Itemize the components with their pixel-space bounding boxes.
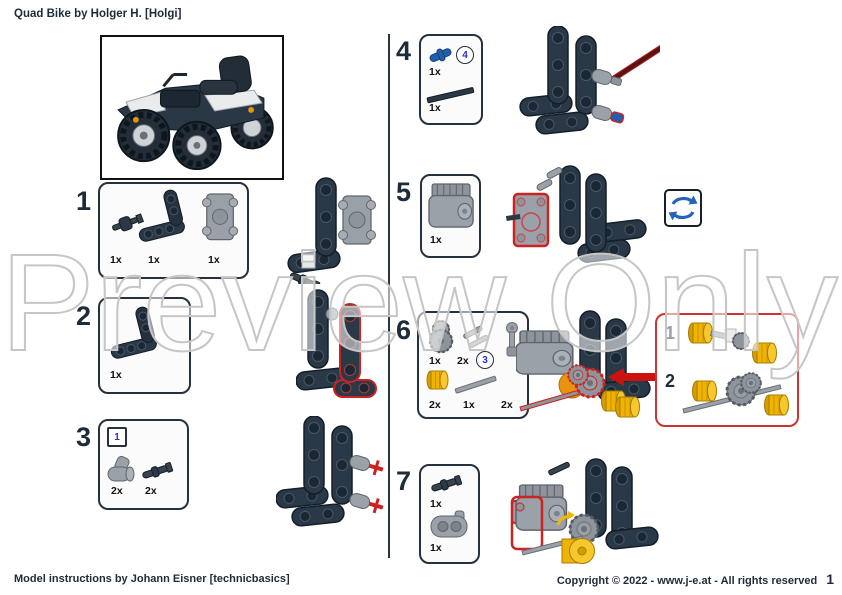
step-6-assembly-image	[516, 310, 652, 418]
qty-label: 1x	[429, 355, 441, 367]
step-7-assembly-image	[510, 458, 660, 564]
callout-sub-image-1	[688, 322, 777, 364]
engine-block-part	[428, 183, 474, 228]
step-7-number: 7	[396, 466, 412, 496]
gray-axle-part	[463, 325, 483, 339]
axle-pin-part	[140, 461, 174, 482]
step-1-parts-box: 1x 1x 1x	[98, 182, 249, 279]
step-4-parts-image	[426, 48, 475, 104]
page-number: 1	[826, 571, 834, 587]
gear-cluster-part	[428, 320, 454, 354]
step-2-number: 2	[76, 301, 92, 331]
qty-label: 2x	[145, 485, 157, 497]
axle-pin-part	[429, 474, 463, 495]
long-axle-part	[454, 375, 497, 394]
step-4-parts-box: 4 1x 1x	[419, 34, 483, 125]
double-pin-joiner-part	[430, 510, 468, 538]
yellow-piston-part	[426, 370, 449, 390]
red-part-highlight	[510, 495, 544, 551]
bent-liftarm-part	[110, 306, 157, 359]
red-engine-bracket-highlight	[512, 192, 550, 248]
engine-bracket-part	[201, 193, 239, 241]
step-5-parts-box: 1x	[420, 174, 481, 258]
step-2-assembly-image	[296, 289, 377, 398]
qty-label: 1x	[430, 498, 442, 510]
qty-label: 2x	[457, 355, 469, 367]
qty-label: 1x	[430, 234, 442, 246]
step-3-assembly-image	[276, 416, 384, 528]
dark-axle-part	[426, 87, 475, 104]
callout-step-label: 2	[665, 371, 676, 391]
step-7-parts-image	[429, 474, 468, 538]
yellow-piston-front	[561, 538, 595, 564]
step-4-number: 4	[396, 36, 412, 66]
axle-length-badge: 4	[456, 46, 474, 64]
step-1-assembly-image	[286, 177, 377, 284]
column-divider	[388, 34, 390, 558]
qty-label: 1x	[430, 542, 442, 554]
pin-joiner-with-red-axle	[349, 455, 384, 476]
model-preview-frame	[100, 35, 284, 180]
callout-step-label: 1	[665, 323, 676, 343]
submodel-count-badge: 1	[107, 427, 127, 447]
pin-joiner-gray	[591, 69, 623, 86]
callout-sub-image-2	[682, 372, 789, 416]
bent-liftarm-part	[138, 189, 185, 242]
step-1-parts-image	[112, 189, 239, 242]
step-6-parts-box: 3 1x 2x 2x 1x 2x	[417, 311, 529, 419]
step-2-parts-box: 1x	[98, 297, 191, 394]
quad-bike-image	[117, 55, 274, 171]
step-7-parts-box: 1x 1x	[419, 464, 480, 564]
qty-label: 1x	[429, 66, 441, 78]
step-2-parts-image	[110, 306, 157, 359]
step-3-number: 3	[76, 422, 92, 452]
qty-label: 1x	[148, 254, 160, 266]
step-4-assembly-image	[518, 26, 660, 136]
step-6-number: 6	[396, 315, 412, 345]
step-5-parts-image	[428, 183, 474, 228]
page-title: Quad Bike by Holger H. [Holgi]	[14, 8, 182, 20]
axle-length-badge: 3	[476, 351, 494, 369]
qty-label: 1x	[110, 254, 122, 266]
red-gear-highlight	[567, 364, 589, 386]
red-crankshaft-highlight	[519, 387, 588, 412]
pin-joiner-part	[107, 455, 135, 482]
step-3-parts-image	[107, 455, 174, 482]
step-6-callout-box: 1 2	[655, 313, 799, 427]
callout-arrow	[608, 368, 658, 386]
step-5-assembly-image	[506, 165, 648, 264]
step-1-number: 1	[76, 186, 92, 216]
qty-label: 1x	[110, 369, 122, 381]
qty-label: 1x	[208, 254, 220, 266]
rotate-icon	[664, 189, 702, 227]
blue-axle-pin-part	[429, 48, 452, 62]
footer-copyright: Copyright © 2022 - www.j-e.at - All righ…	[556, 575, 818, 587]
red-axle-highlight	[609, 43, 660, 83]
qty-label: 1x	[463, 399, 475, 411]
footer-right: Copyright © 2022 - www.j-e.at - All righ…	[557, 571, 834, 587]
qty-label: 1x	[429, 102, 441, 114]
footer-credit: Model instructions by Johann Eisner [tec…	[14, 573, 290, 585]
qty-label: 2x	[111, 485, 123, 497]
pin-joiner-with-blue-pin	[591, 105, 625, 124]
gray-axle-part	[469, 334, 489, 348]
qty-label: 2x	[429, 399, 441, 411]
step-6-parts-image	[426, 320, 518, 394]
axle-connector-dark-part	[112, 213, 144, 232]
step-3-parts-box: 1 2x 2x	[98, 419, 189, 510]
pin-joiner-with-red-axle	[349, 493, 384, 514]
qty-label: 2x	[501, 399, 513, 411]
step-5-number: 5	[396, 177, 412, 207]
